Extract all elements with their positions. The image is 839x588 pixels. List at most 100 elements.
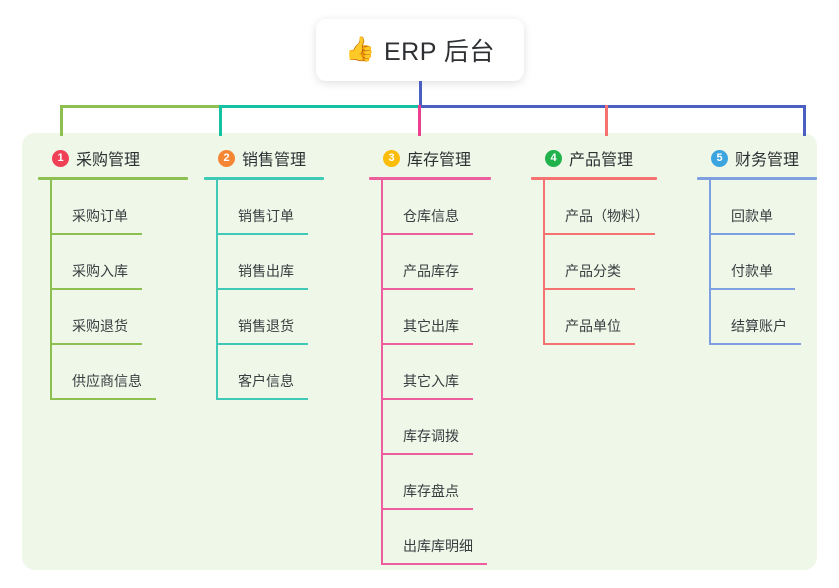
leaf-label: 付款单 xyxy=(731,263,773,279)
leaf-label: 结算账户 xyxy=(731,318,787,334)
branch-number-badge: 3 xyxy=(383,149,400,167)
leaf-node[interactable]: 库存盘点 xyxy=(381,455,491,510)
branch-spine xyxy=(381,180,383,565)
leaf-rule xyxy=(50,398,156,400)
leaf-label: 其它入库 xyxy=(403,373,459,389)
leaf-rule xyxy=(381,288,473,290)
leaf-rule xyxy=(216,398,308,400)
leaf-node[interactable]: 仓库信息 xyxy=(381,180,491,235)
branch-leaf-list: 仓库信息产品库存其它出库其它入库库存调拨库存盘点出库库明细 xyxy=(381,180,491,565)
branch-column-5: 5 财务管理回款单付款单结算账户 xyxy=(697,145,817,345)
leaf-node[interactable]: 其它入库 xyxy=(381,345,491,400)
leaf-node[interactable]: 供应商信息 xyxy=(50,345,188,400)
branch-spine xyxy=(709,180,711,345)
branch-title: 库存管理 xyxy=(407,152,472,169)
leaf-rule xyxy=(543,233,655,235)
drop-connector-4 xyxy=(605,105,608,136)
leaf-rule xyxy=(381,508,473,510)
leaf-label: 出库库明细 xyxy=(403,538,473,554)
leaf-label: 仓库信息 xyxy=(403,208,459,224)
root-stem-connector xyxy=(419,81,422,107)
leaf-node[interactable]: 其它出库 xyxy=(381,290,491,345)
branch-column-1: 1 采购管理采购订单采购入库采购退货供应商信息 xyxy=(38,145,188,400)
branch-header-1[interactable]: 1 采购管理 xyxy=(38,145,188,171)
branch-header-rule xyxy=(531,177,657,180)
branch-spine xyxy=(216,180,218,400)
leaf-label: 销售退货 xyxy=(238,318,294,334)
trunk-teal-segment xyxy=(219,105,420,108)
branch-spine xyxy=(543,180,545,345)
leaf-rule xyxy=(381,343,473,345)
leaf-rule xyxy=(543,343,635,345)
leaf-rule xyxy=(50,233,142,235)
branch-title: 财务管理 xyxy=(735,152,800,169)
leaf-node[interactable]: 销售订单 xyxy=(216,180,324,235)
leaf-node[interactable]: 采购退货 xyxy=(50,290,188,345)
leaf-label: 客户信息 xyxy=(238,373,294,389)
trunk-green-segment xyxy=(60,105,220,108)
leaf-node[interactable]: 产品库存 xyxy=(381,235,491,290)
branch-number-badge: 2 xyxy=(218,149,235,167)
branch-leaf-list: 产品（物料） 产品分类产品单位 xyxy=(543,180,657,345)
leaf-node[interactable]: 采购入库 xyxy=(50,235,188,290)
root-node-card[interactable]: 👍 ERP 后台 xyxy=(316,19,524,81)
leaf-node[interactable]: 采购订单 xyxy=(50,180,188,235)
branch-column-3: 3 库存管理仓库信息产品库存其它出库其它入库库存调拨库存盘点出库库明细 xyxy=(369,145,491,565)
branch-spine xyxy=(50,180,52,400)
leaf-node[interactable]: 付款单 xyxy=(709,235,817,290)
leaf-label: 采购退货 xyxy=(72,318,128,334)
leaf-label: 库存盘点 xyxy=(403,483,459,499)
branch-header-rule xyxy=(204,177,324,180)
branch-leaf-list: 销售订单销售出库销售退货客户信息 xyxy=(216,180,324,400)
drop-connector-3 xyxy=(418,105,421,136)
leaf-node[interactable]: 销售出库 xyxy=(216,235,324,290)
leaf-node[interactable]: 客户信息 xyxy=(216,345,324,400)
branch-header-3[interactable]: 3 库存管理 xyxy=(369,145,491,171)
branch-number-badge: 5 xyxy=(711,149,728,167)
leaf-label: 销售订单 xyxy=(238,208,294,224)
leaf-rule xyxy=(216,343,308,345)
leaf-node[interactable]: 库存调拨 xyxy=(381,400,491,455)
leaf-rule xyxy=(381,233,473,235)
leaf-label: 采购入库 xyxy=(72,263,128,279)
leaf-rule xyxy=(381,563,487,565)
leaf-node[interactable]: 销售退货 xyxy=(216,290,324,345)
leaf-label: 库存调拨 xyxy=(403,428,459,444)
branch-number-badge: 4 xyxy=(545,149,562,167)
branch-title: 产品管理 xyxy=(569,152,634,169)
leaf-node[interactable]: 回款单 xyxy=(709,180,817,235)
branch-leaf-list: 回款单付款单结算账户 xyxy=(709,180,817,345)
leaf-label: 产品（物料） xyxy=(565,208,649,224)
leaf-label: 产品分类 xyxy=(565,263,621,279)
leaf-rule xyxy=(709,233,795,235)
leaf-rule xyxy=(216,288,308,290)
thumbs-up-icon: 👍 xyxy=(345,36,375,63)
leaf-label: 产品单位 xyxy=(565,318,621,334)
branch-header-rule xyxy=(369,177,491,180)
branch-leaf-list: 采购订单采购入库采购退货供应商信息 xyxy=(50,180,188,400)
branch-header-rule xyxy=(38,177,188,180)
leaf-node[interactable]: 产品（物料） xyxy=(543,180,657,235)
branch-column-4: 4 产品管理产品（物料） 产品分类产品单位 xyxy=(531,145,657,345)
leaf-node[interactable]: 产品单位 xyxy=(543,290,657,345)
branch-header-rule xyxy=(697,177,817,180)
leaf-node[interactable]: 结算账户 xyxy=(709,290,817,345)
branch-header-5[interactable]: 5 财务管理 xyxy=(697,145,817,171)
drop-connector-5 xyxy=(803,105,806,136)
content-panel xyxy=(22,133,817,570)
branch-number-badge: 1 xyxy=(52,149,69,167)
leaf-node[interactable]: 出库库明细 xyxy=(381,510,491,565)
leaf-rule xyxy=(50,343,142,345)
branch-title: 采购管理 xyxy=(76,152,141,169)
drop-connector-2 xyxy=(219,105,222,136)
leaf-rule xyxy=(381,453,473,455)
leaf-node[interactable]: 产品分类 xyxy=(543,235,657,290)
branch-header-4[interactable]: 4 产品管理 xyxy=(531,145,657,171)
leaf-rule xyxy=(216,233,308,235)
leaf-rule xyxy=(543,288,635,290)
leaf-label: 采购订单 xyxy=(72,208,128,224)
leaf-rule xyxy=(709,288,795,290)
leaf-label: 销售出库 xyxy=(238,263,294,279)
